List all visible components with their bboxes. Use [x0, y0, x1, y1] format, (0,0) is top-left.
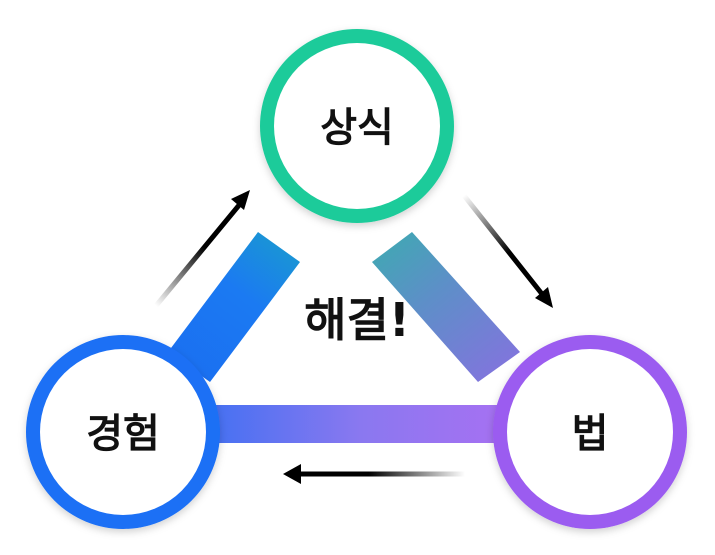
- node-law: [493, 335, 687, 529]
- arrow-common-sense-to-law: [459, 190, 553, 308]
- center-resolution-label: 해결!: [304, 293, 410, 347]
- arrow-law-to-experience: [283, 464, 468, 484]
- common-sense-label: 상식: [320, 105, 394, 151]
- experience-label: 경험: [86, 411, 160, 457]
- arrow-experience-to-common-sense: [152, 190, 250, 310]
- node-experience: [26, 335, 220, 529]
- edge-experience-to-common-sense: [168, 232, 300, 382]
- law-label: 법: [572, 411, 609, 457]
- edge-common-sense-to-law: [372, 232, 520, 382]
- node-common-sense: [260, 29, 454, 223]
- edge-law-to-experience: [200, 405, 520, 443]
